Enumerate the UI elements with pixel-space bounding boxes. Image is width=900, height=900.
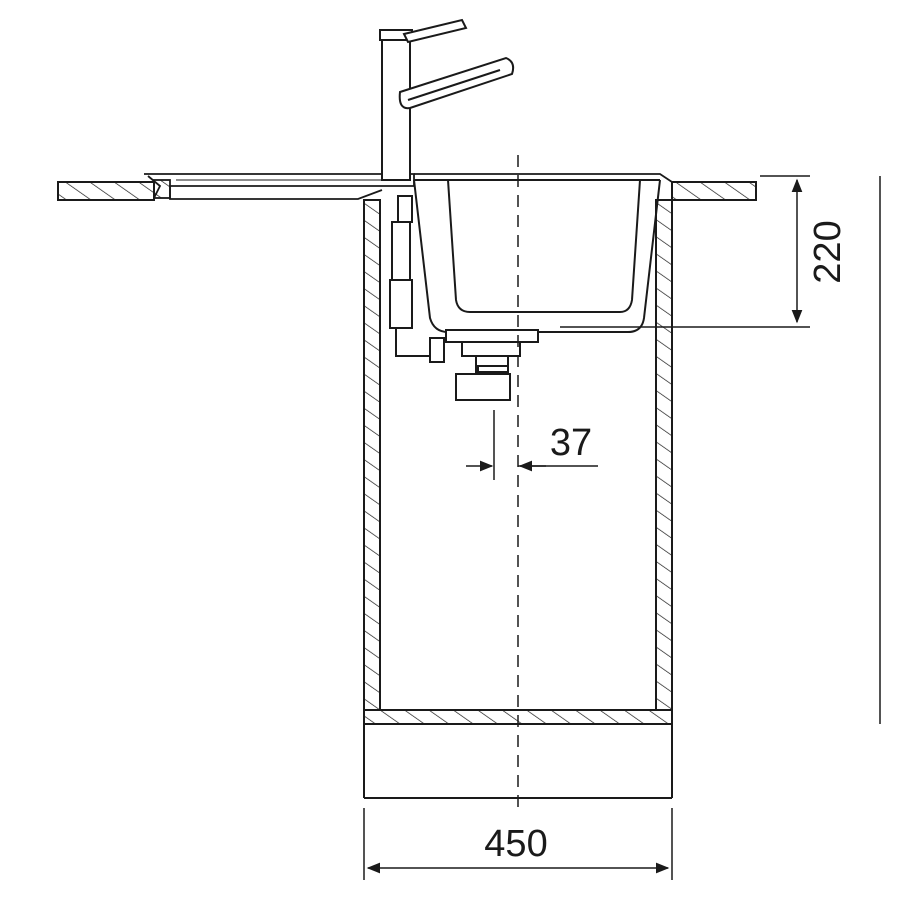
countertop [57, 181, 757, 201]
sink-bowl [413, 179, 661, 333]
drainboard [144, 173, 673, 200]
cabinet-right-wall [655, 199, 673, 711]
dimension-depth [560, 175, 810, 328]
depth-label: 220 [807, 220, 849, 283]
countertop-left [57, 181, 155, 201]
tap-spout [398, 56, 515, 110]
tap-lever [402, 18, 468, 44]
cabinet-left-wall [363, 199, 381, 711]
countertop-right [671, 181, 757, 201]
drain-trap [455, 373, 511, 401]
drain-offset-label: 37 [550, 422, 592, 464]
drain-assembly [389, 195, 539, 401]
cabinet-width-label: 450 [484, 823, 547, 865]
mixer-tap [379, 18, 515, 181]
dimension-cabinet-width [363, 808, 673, 880]
overflow-fitting [397, 195, 413, 223]
drain-strainer [445, 329, 539, 343]
overflow-hose [391, 221, 411, 281]
dimension-drain-offset [466, 410, 598, 480]
